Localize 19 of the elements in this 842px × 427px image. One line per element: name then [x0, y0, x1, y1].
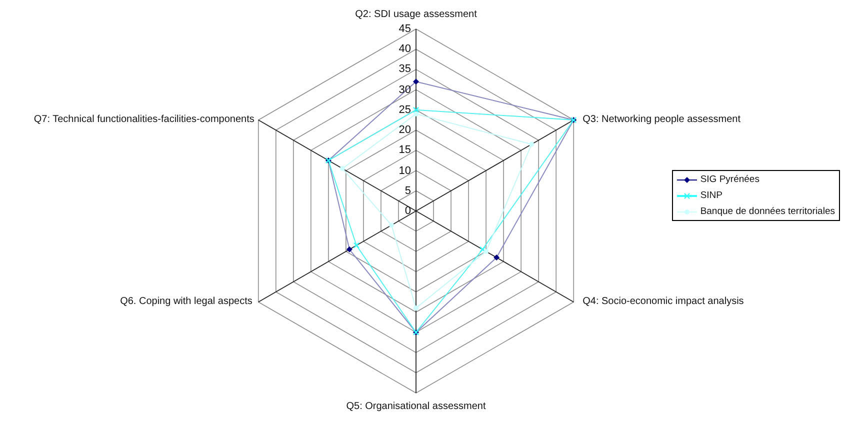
tick-label: 20	[398, 124, 411, 136]
axis-label: Q2: SDI usage assessment	[355, 9, 477, 21]
tick-label: 30	[398, 84, 411, 96]
axis-label: Q4: Socio-economic impact analysis	[582, 296, 744, 308]
tick-label: 45	[398, 23, 411, 35]
legend-text: SINP	[700, 189, 722, 202]
legend-text: Banque de données territoriales	[700, 205, 835, 218]
tick-label: 35	[398, 63, 411, 76]
tick-label: 5	[404, 184, 411, 197]
axis-label: Q6. Coping with legal aspects	[120, 296, 252, 308]
axis-label: Q3: Networking people assessment	[582, 114, 740, 126]
tick-label: 40	[398, 43, 411, 56]
tick-label: 15	[398, 144, 411, 156]
axis-label: Q7: Technical functionalities-facilities-components	[34, 114, 254, 126]
tick-label: 10	[398, 164, 411, 177]
tick-label: 0	[404, 205, 411, 217]
tick-label: 25	[398, 104, 411, 116]
axis-label: Q5: Organisational assessment	[346, 401, 486, 413]
legend-text: SIG Pyrénées	[700, 173, 760, 186]
